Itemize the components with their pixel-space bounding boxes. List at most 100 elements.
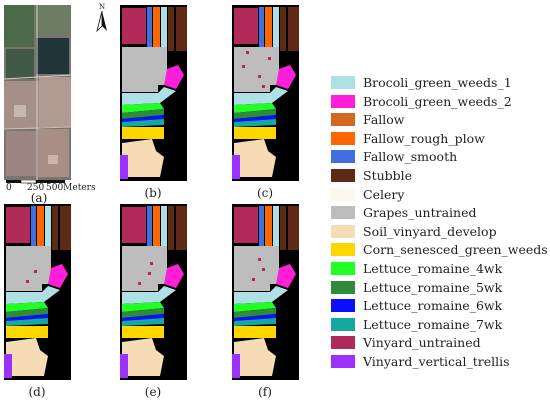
caption-b: (b) xyxy=(144,186,162,200)
map-region xyxy=(234,318,276,326)
misclassified-speckles xyxy=(240,15,271,88)
legend-label: Brocoli_green_weeds_1 xyxy=(363,75,512,90)
legend-swatch xyxy=(331,94,355,108)
map-region xyxy=(122,103,164,113)
legend-swatch xyxy=(331,299,355,313)
caption-f: (f) xyxy=(258,385,272,399)
map-region xyxy=(234,314,276,321)
classification-map-d xyxy=(4,204,71,380)
caption-d: (d) xyxy=(28,385,46,399)
legend-label: Lettuce_romaine_7wk xyxy=(363,316,503,332)
map-region xyxy=(122,314,164,321)
legend-label: Fallow xyxy=(363,112,405,128)
legend-label: Fallow_rough_plow xyxy=(363,130,485,146)
caption-a: (a) xyxy=(30,191,48,205)
map-region xyxy=(234,207,258,243)
speckle xyxy=(138,282,141,285)
legend-label: Corn_senesced_green_weeds xyxy=(363,242,548,258)
speckle xyxy=(242,65,245,68)
classification-map-svg xyxy=(120,204,187,380)
legend-label: Soil_vinyard_develop xyxy=(363,223,497,239)
map-region xyxy=(168,7,174,51)
map-region xyxy=(45,206,51,248)
map-region xyxy=(265,7,272,49)
satellite-image xyxy=(4,5,71,180)
classification-map-svg xyxy=(4,204,71,380)
map-region xyxy=(161,7,167,49)
map-region xyxy=(280,206,286,250)
map-region xyxy=(6,246,59,291)
map-region xyxy=(122,8,146,44)
legend-swatch xyxy=(331,150,355,164)
map-region xyxy=(234,308,276,318)
map-region xyxy=(120,354,128,378)
legend-swatch xyxy=(331,317,355,331)
legend-swatch xyxy=(331,280,355,294)
north-label: N xyxy=(99,3,106,11)
map-region xyxy=(122,308,164,318)
legend-swatch xyxy=(331,76,355,89)
misclassified-speckles xyxy=(18,216,37,283)
map-region xyxy=(6,326,48,338)
misclassified-speckles xyxy=(136,218,153,285)
map-region xyxy=(4,354,12,378)
map-region xyxy=(52,206,58,250)
map-region xyxy=(120,155,128,179)
map-region xyxy=(234,246,287,291)
map-region xyxy=(276,264,296,288)
map-region xyxy=(147,206,152,248)
map-region xyxy=(48,264,68,288)
map-region xyxy=(234,326,276,338)
legend-label: Brocoli_green_weeds_2 xyxy=(363,93,512,109)
map-region xyxy=(122,302,164,312)
map-region xyxy=(122,127,164,139)
north-arrow-icon xyxy=(96,11,107,33)
map-region xyxy=(234,87,288,105)
map-region xyxy=(164,264,184,288)
scale-tick-250: 250 xyxy=(27,183,45,193)
map-region xyxy=(280,7,286,51)
map-region xyxy=(122,87,176,105)
speckle xyxy=(242,234,245,237)
map-region xyxy=(259,7,264,49)
scale-bar: 0 250 500Meters xyxy=(6,180,96,194)
speckle xyxy=(268,57,271,60)
map-region xyxy=(122,318,164,326)
speckle xyxy=(142,232,145,235)
speckle xyxy=(136,218,139,221)
caption-c: (c) xyxy=(256,186,274,200)
map-region xyxy=(122,119,164,127)
legend-swatch xyxy=(331,168,355,182)
map-region xyxy=(6,207,30,243)
map-region xyxy=(288,206,299,250)
map-region xyxy=(122,338,164,376)
map-region xyxy=(122,115,164,122)
map-region xyxy=(6,302,48,312)
legend-label: Lettuce_romaine_5wk xyxy=(363,279,503,295)
map-region xyxy=(176,7,187,51)
map-region xyxy=(122,109,164,119)
map-region xyxy=(259,206,264,248)
speckle xyxy=(252,37,255,40)
map-region xyxy=(232,354,240,378)
legend-label: Grapes_untrained xyxy=(363,205,477,221)
map-region xyxy=(276,65,296,89)
map-region xyxy=(6,286,60,304)
speckle xyxy=(148,272,151,275)
legend-swatch xyxy=(331,113,355,127)
map-region xyxy=(234,47,287,92)
map-region xyxy=(6,314,48,321)
map-region xyxy=(153,206,160,248)
speckle xyxy=(246,51,249,54)
speckle xyxy=(26,280,29,283)
classification-map-f xyxy=(232,204,299,380)
speckle xyxy=(252,278,255,281)
speckle xyxy=(150,262,153,265)
map-region xyxy=(6,308,48,318)
map-region xyxy=(232,155,240,179)
classification-map-b xyxy=(120,5,187,181)
classification-map-c xyxy=(232,5,299,181)
map-region xyxy=(161,206,167,248)
classification-map-svg xyxy=(232,204,299,380)
speckle xyxy=(262,85,265,88)
